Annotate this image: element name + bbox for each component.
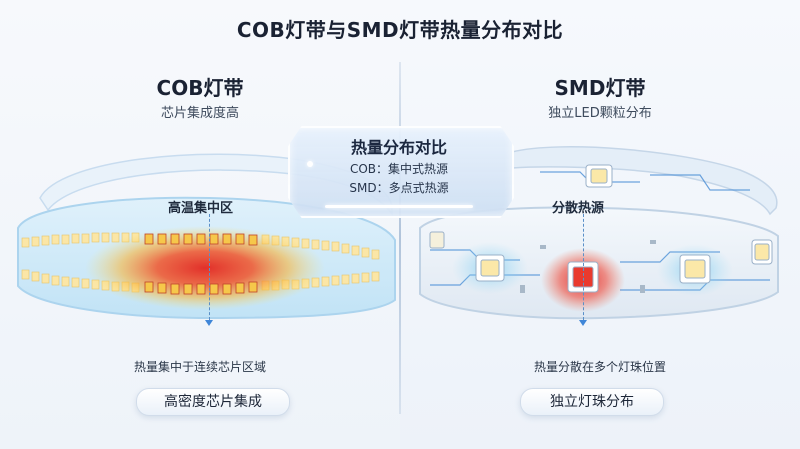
smd-arrow-icon (579, 320, 587, 326)
comparison-card (288, 126, 514, 218)
card-light-bar (325, 205, 473, 208)
cob-note: 热量集中于连续芯片区域 (133, 360, 266, 374)
comparison-card-title: 热量分布对比 (350, 138, 447, 157)
cob-hot-zone-label: 高温集中区 (168, 201, 234, 216)
cob-heading: COB灯带 (156, 76, 244, 100)
smd-pointer-line (583, 214, 584, 320)
cob-feature-pill: 高密度芯片集成 (136, 388, 290, 416)
smd-feature-pill: 独立灯珠分布 (520, 388, 664, 416)
cob-strip (17, 153, 396, 320)
comparison-cob-line: COB：集中式热源 (349, 162, 449, 176)
comparison-smd-line: SMD：多点式热源 (349, 181, 449, 195)
cob-subheading: 芯片集成度高 (160, 106, 239, 121)
smd-subheading: 独立LED颗粒分布 (548, 106, 652, 121)
page-title: COB灯带与SMD灯带热量分布对比 (236, 18, 564, 42)
smd-hot-zone-label: 分散热源 (552, 201, 605, 216)
card-indicator-dot (307, 161, 313, 167)
cob-pointer-line (209, 214, 210, 320)
center-divider (399, 62, 401, 414)
smd-note: 热量分散在多个灯珠位置 (533, 360, 666, 374)
smd-heading: SMD灯带 (554, 76, 646, 100)
cob-arrow-icon (205, 320, 213, 326)
